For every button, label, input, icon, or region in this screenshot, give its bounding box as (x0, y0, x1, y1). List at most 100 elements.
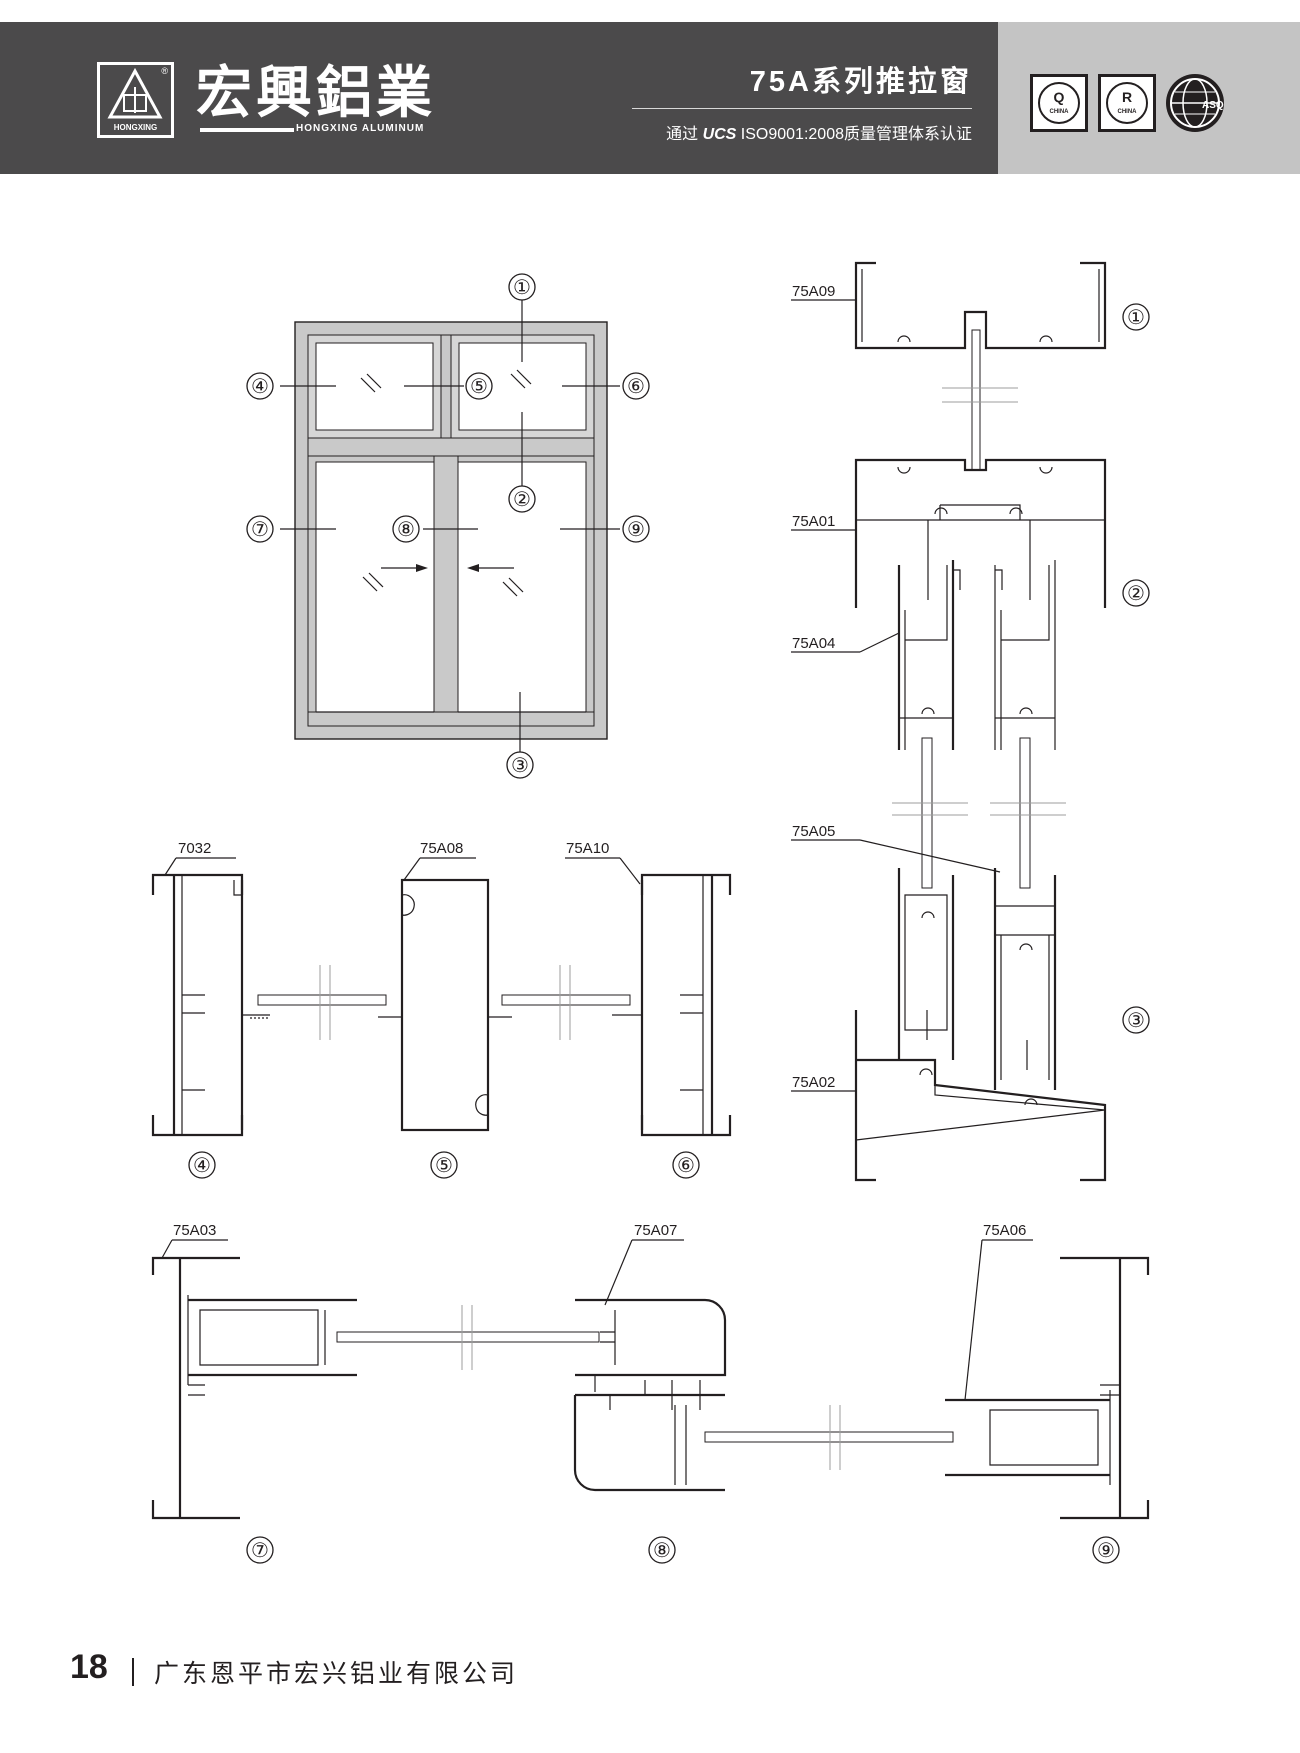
svg-text:③: ③ (1127, 1008, 1145, 1032)
page-number: 18 (70, 1648, 108, 1686)
svg-text:⑥: ⑥ (627, 374, 645, 398)
profile-75A09 (854, 261, 1107, 471)
profile-75A07 (573, 1298, 727, 1492)
profile-7032 (151, 873, 270, 1137)
section-callout-1: ① (1122, 303, 1150, 331)
svg-text:②: ② (1127, 581, 1145, 605)
glass-7-8 (336, 1331, 600, 1343)
window-elevation: ① ② ③ ④ ⑤ ⑥ ⑦ ⑧ ⑨ (246, 273, 650, 779)
vertical-section: 75A09 75A01 75A04 75A05 75A02 ① ② ③ (791, 261, 1150, 1182)
section-callout-4: ④ (188, 1151, 216, 1179)
logo-text: HONGXING (113, 123, 158, 132)
brand-name-en: HONGXING ALUMINUM (296, 123, 425, 134)
bottom-profile-leaders (161, 1239, 1033, 1401)
callout-4: ④ (246, 372, 274, 400)
svg-text:⑧: ⑧ (653, 1538, 671, 1562)
slide-arrows (381, 564, 514, 572)
page-header: ® HONGXING 宏興鋁業 HONGXING ALUMINUM 75A系列推… (0, 22, 1300, 174)
section-callout-8: ⑧ (648, 1536, 676, 1564)
cert-text: ISO9001:2008质量管理体系认证 (740, 126, 972, 143)
callout-6: ⑥ (622, 372, 650, 400)
svg-text:⑦: ⑦ (251, 517, 269, 541)
company-name: 广东恩平市宏兴铝业有限公司 (154, 1659, 519, 1688)
profile-75A10 (612, 873, 732, 1137)
section-callout-6: ⑥ (672, 1151, 700, 1179)
sash-left-glass (315, 461, 435, 713)
glass-4-5 (257, 994, 387, 1006)
logo-triangle-icon (107, 67, 163, 119)
label-75A07: 75A07 (634, 1222, 677, 1239)
right-profile-leaders (791, 299, 1001, 1092)
label-7032: 7032 (178, 840, 211, 857)
label-75A03: 75A03 (173, 1222, 216, 1239)
badge-letter-q: Q (1053, 89, 1065, 105)
svg-text:⑤: ⑤ (435, 1153, 453, 1177)
profile-75A04 (897, 560, 1056, 889)
mid-profile-leaders (164, 857, 641, 885)
callout-5: ⑤ (465, 372, 493, 400)
sliding-sash-section: 75A03 75A07 75A06 ⑦ ⑧ ⑨ (151, 1222, 1150, 1564)
callout-leaders (280, 300, 620, 752)
globe-icon: ASQ (1170, 78, 1224, 128)
profile-75A02 (854, 1010, 1107, 1182)
brand-rule (200, 128, 294, 132)
svg-text:②: ② (513, 487, 531, 511)
title-rule (632, 108, 972, 109)
badge-text-q: CHINA (1049, 109, 1069, 115)
label-75A10: 75A10 (566, 840, 609, 857)
cert-mark: UCS (702, 126, 737, 143)
quality-badge: Q CHINA (1030, 74, 1088, 132)
svg-text:⑤: ⑤ (470, 374, 488, 398)
section-callout-5: ⑤ (430, 1151, 458, 1179)
badge-letter-r: R (1121, 89, 1133, 105)
callout-2: ② (508, 485, 536, 513)
svg-text:⑨: ⑨ (1097, 1538, 1115, 1562)
svg-text:⑧: ⑧ (397, 517, 415, 541)
section-callout-7: ⑦ (246, 1536, 274, 1564)
label-75A02: 75A02 (792, 1074, 835, 1091)
section-callout-2: ② (1122, 579, 1150, 607)
profile-75A03 (151, 1256, 357, 1520)
profile-75A05 (897, 868, 1057, 1090)
callout-9: ⑨ (622, 515, 650, 543)
profile-75A06 (945, 1256, 1150, 1520)
registered-mark: ® (161, 66, 168, 76)
svg-text:⑦: ⑦ (251, 1538, 269, 1562)
svg-text:③: ③ (511, 753, 529, 777)
badge-text-r: CHINA (1117, 109, 1137, 115)
glass-8-9 (704, 1431, 954, 1443)
fixed-light-section: 7032 75A08 75A10 ④ ⑤ ⑥ (151, 840, 732, 1179)
glass-hatch-marks (360, 369, 532, 597)
header-dark-band (0, 22, 998, 174)
certification-line: 通过 UCS ISO9001:2008质量管理体系认证 (666, 120, 972, 144)
label-75A04: 75A04 (792, 635, 835, 652)
label-75A05: 75A05 (792, 823, 835, 840)
glass-break-2 (892, 802, 1066, 816)
badge-text-asq: ASQ (1202, 100, 1224, 111)
svg-text:④: ④ (193, 1153, 211, 1177)
cert-prefix: 通过 (666, 126, 699, 143)
callout-3: ③ (506, 751, 534, 779)
glass-5-6 (501, 994, 631, 1006)
company-logo: ® HONGXING (97, 62, 174, 138)
svg-text:⑥: ⑥ (677, 1153, 695, 1177)
brand-name-cn: 宏興鋁業 (196, 61, 436, 126)
label-75A01: 75A01 (792, 513, 835, 530)
svg-text:④: ④ (251, 374, 269, 398)
transom-bar (307, 437, 595, 457)
svg-text:①: ① (513, 275, 531, 299)
registration-badge: R CHINA (1098, 74, 1156, 132)
label-75A06: 75A06 (983, 1222, 1026, 1239)
svg-text:⑨: ⑨ (627, 517, 645, 541)
asq-badge: ASQ (1166, 74, 1224, 132)
profile-75A01 (854, 458, 1107, 608)
label-75A09: 75A09 (792, 283, 835, 300)
svg-text:①: ① (1127, 305, 1145, 329)
profile-75A08 (378, 878, 512, 1132)
callout-1: ① (508, 273, 536, 301)
product-title: 75A系列推拉窗 (749, 66, 972, 98)
glass-break-1 (942, 387, 1018, 403)
label-75A08: 75A08 (420, 840, 463, 857)
callout-8: ⑧ (392, 515, 420, 543)
